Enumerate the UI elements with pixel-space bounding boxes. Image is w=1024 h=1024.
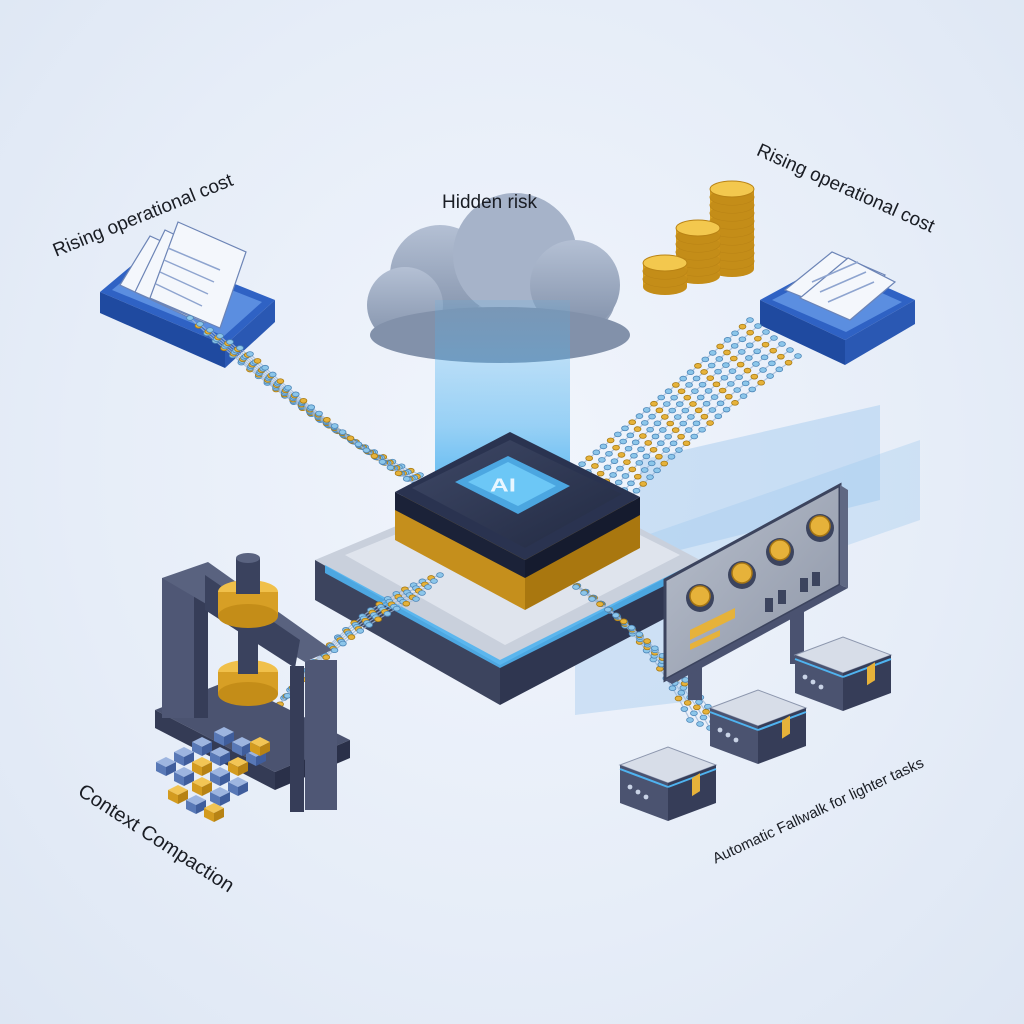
coin-stack-icon xyxy=(642,180,755,295)
document-tray-left-icon xyxy=(100,221,275,368)
control-panel-icon xyxy=(663,482,848,700)
document-tray-right-icon xyxy=(760,251,915,365)
ai-chip-label: AI xyxy=(490,474,516,496)
compacted-cubes-icon xyxy=(156,727,270,822)
ai-chip-icon xyxy=(395,432,640,610)
server-group xyxy=(618,636,893,821)
label-hidden-risk: Hidden risk xyxy=(442,192,538,213)
